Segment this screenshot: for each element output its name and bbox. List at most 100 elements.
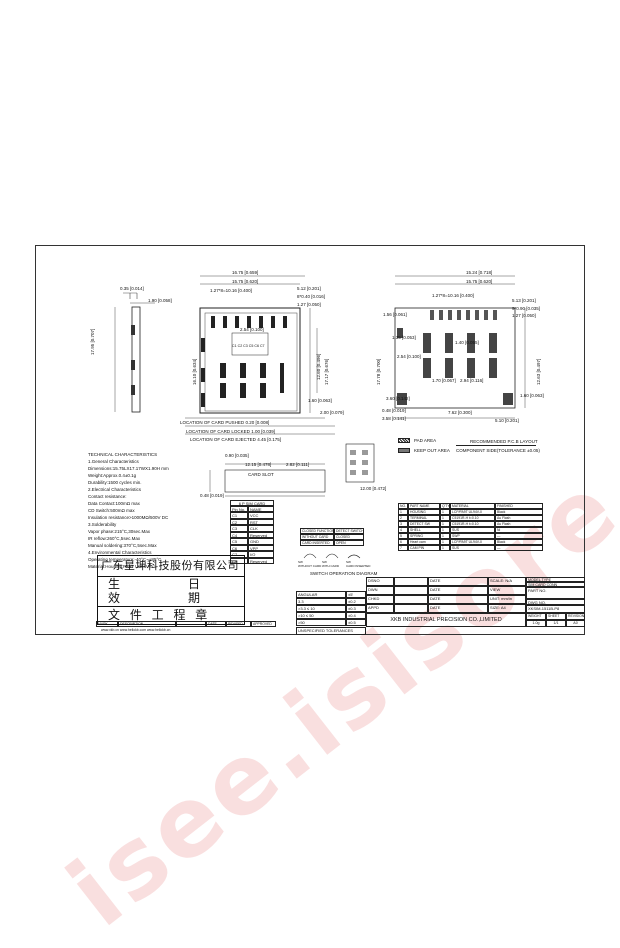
loc-ejected: LOCATION OF CARD EJECTED 4.45 [0.175]: [190, 437, 281, 442]
tol-cell: ±0.3: [346, 605, 366, 612]
bom-cell: 7: [398, 545, 408, 551]
tech-line: IR reflow:260°C,5sec.Max: [88, 536, 141, 541]
front-view-drawing: [114, 292, 155, 413]
dwg-no-label: DWG NO.: [526, 599, 585, 605]
dim-side-1: 16.10 [0.634]: [192, 358, 197, 385]
tol-cell: ±0.2: [346, 598, 366, 605]
bom-cell: —: [495, 533, 543, 539]
dim-front-width: 0.35 [0.014]: [120, 286, 144, 291]
bom-header: PART NAME: [408, 503, 440, 509]
website: www.xkb.cn www.hellokb.com www.hellokb.c…: [101, 628, 171, 632]
bom-cell: 1: [440, 533, 450, 539]
contact-labels: C1 C2 C3 C5 C6 C7: [232, 344, 265, 348]
tech-line: 2.Electrical Characteristics: [88, 487, 142, 492]
dim-r2: 15.75 [0.620]: [466, 279, 493, 284]
bom-header: NO.: [398, 503, 408, 509]
pin-table-cell: C4: [230, 531, 248, 538]
meta-value: A0: [566, 620, 585, 627]
dim-r1: 15.24 [0.718]: [466, 270, 493, 275]
loc-locked: LOCATION OF CARD LOCKED 1.00 [0.039]: [186, 429, 275, 434]
dim-r13: 3.60 [0.142]: [386, 396, 410, 401]
loc-ejected-label: LOCATION OF CARD EJECTED: [190, 437, 256, 442]
bom-cell: Heart cam: [408, 539, 440, 545]
role-blank: [394, 604, 428, 613]
stamp-row3-b: 期: [188, 591, 201, 605]
dim-slot-a: 0.90 [0.035]: [225, 453, 249, 458]
tech-line: Weight:Approx.0.4±0.1g: [88, 473, 137, 478]
dim-side-3: 17.17 [0.676]: [324, 358, 329, 385]
switch-label: CARD INSERTED: [346, 564, 371, 568]
dim-bot-2: 2.00 [0.079]: [320, 410, 344, 415]
dim-slot-b: 12.15 [0.478]: [245, 462, 272, 467]
stamp-row2-a: 生: [108, 577, 121, 591]
bom-cell: SUS: [450, 527, 495, 533]
tol-cell: ±0.4: [346, 612, 366, 619]
tol-cell: 3.3: [296, 598, 346, 605]
legend-rule: [456, 445, 536, 446]
stamp-company: 广东星坤科技股份有限公司: [101, 559, 239, 572]
dim-r8: 1.35 [0.053]: [392, 335, 416, 340]
dim-pitch: 2.54 [0.100]: [240, 327, 264, 332]
card-slot-drawing: [209, 463, 326, 497]
tech-line: Operating temperature:-40°C~+85°C: [88, 557, 162, 562]
meta-value: 1/1: [546, 620, 566, 627]
switch-caption: SWITCH OPERATION DIAGRAM: [310, 571, 378, 576]
bom-cell: DETECT SW: [408, 521, 440, 527]
loc-ejected-value: 4.45 [0.175]: [257, 437, 281, 442]
dim-r11: 1.70 [0.067]: [432, 378, 456, 383]
dim-r14: 0.48 [0.019]: [382, 408, 406, 413]
bom-cell: C5191R-H t=0.10: [450, 515, 495, 521]
dim-r10: 2.54 [0.100]: [397, 354, 421, 359]
tech-line: CD Switch:500mΩ max: [88, 508, 135, 513]
dim-top-6: 1.27 [0.050]: [297, 302, 321, 307]
bom-cell: 1: [398, 509, 408, 515]
pin-table-cell: C2: [230, 518, 248, 525]
switch-label: SW: [346, 560, 351, 564]
switch-label: WITHOUT CARD: [298, 564, 322, 568]
role-cell: CHKD: [366, 595, 394, 604]
loc-locked-label: LOCATION OF CARD LOCKED: [186, 429, 250, 434]
tol-cell: >10 ≤ 50: [296, 612, 346, 619]
dim-top-5: 8*0.40 [0.016]: [297, 294, 326, 299]
bom-cell: Ni: [495, 527, 543, 533]
bom-header: FINISHED: [495, 503, 543, 509]
tech-line: Material:Housing:PA9T UL94V-0: [88, 564, 153, 569]
bom-cell: Au Flash: [495, 521, 543, 527]
pin-table-cell: C3: [230, 525, 248, 532]
bom-cell: 1: [440, 515, 450, 521]
tol-cell: >3.3 ≤ 10: [296, 605, 346, 612]
tech-line: Data Contact:100mΩ max: [88, 501, 140, 506]
dim-slot-e: 12.00 [0.472]: [360, 486, 387, 491]
rev-header: APPROVED: [251, 621, 276, 627]
tol-cell: ±0.5: [346, 619, 366, 626]
pin-table-cell: VCC: [248, 512, 274, 519]
bom-cell: 5: [398, 533, 408, 539]
dim-r6: 1.27 [0.050]: [512, 313, 536, 318]
company-name: XKB INDUSTRIAL PRECISION CO.,LIMITED: [366, 613, 526, 627]
role-blank: [394, 586, 428, 595]
tol-header: ANGULAR: [296, 591, 346, 598]
dim-r5: 9*0.90 [0.035]: [512, 306, 541, 311]
legend-pad: PAD AREA: [414, 438, 437, 443]
bom-cell: 1: [440, 521, 450, 527]
dim-r9: 1.40 [0.055]: [455, 340, 479, 345]
size-cell: SIZE: A4: [488, 604, 526, 613]
bom-cell: SUS: [450, 545, 495, 551]
model-type: SIM CARD CONN: [526, 582, 585, 587]
switch-diagram: [303, 553, 361, 559]
dim-r7: 1.56 [0.061]: [383, 312, 407, 317]
switch-table-cell: CARD INSERTED: [300, 540, 334, 546]
dim-r20: 17.78 [0.700]: [376, 358, 381, 385]
tol-header: ±5': [346, 591, 366, 598]
dim-r3: 1.27*8=10.16 [0.400]: [432, 293, 474, 298]
dim-slot-d: 0.48 [0.019]: [200, 493, 224, 498]
tech-title: TECHNICAL CHARACTERISTICS: [88, 452, 158, 457]
bom-cell: 4: [398, 527, 408, 533]
switch-table-cell: WITHOUT CARD: [300, 534, 334, 540]
loc-pushed-label: LOCATION OF CARD PUSHED: [180, 420, 245, 425]
switch-label: SW: [322, 560, 327, 564]
dim-r16: 7.62 [0.300]: [448, 410, 472, 415]
meta-value: 1.0g: [526, 620, 546, 627]
role-date: DATE: [428, 577, 488, 586]
bom-cell: TERMINAL: [408, 515, 440, 521]
